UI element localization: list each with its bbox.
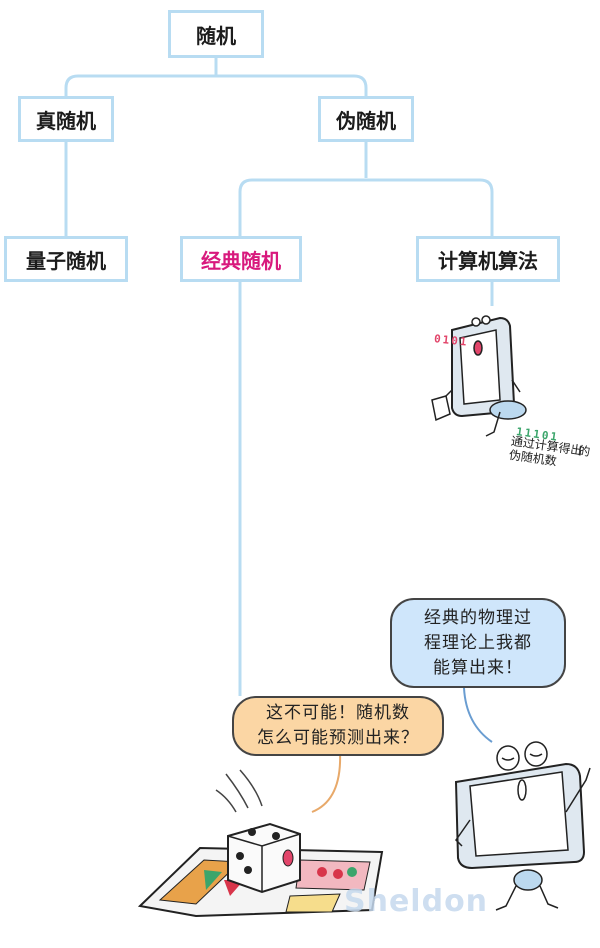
computer-bubble-tail: [463, 687, 493, 743]
big-computer-illustration: [454, 741, 591, 911]
dice-bubble-line-2: 怎么可能预测出来？: [257, 728, 419, 748]
node-true-random: 真随机: [18, 96, 114, 142]
node-pseudo-random: 伪随机: [318, 96, 414, 142]
watermark-logo: Sheldon: [344, 884, 489, 919]
dice-bubble-tail: [311, 751, 342, 813]
dice-board-illustration: [137, 769, 384, 918]
node-quantum-random: 量子随机: [4, 236, 128, 282]
computer-bubble-line-1: 经典的物理过: [424, 607, 532, 628]
small-computer-illustration: [431, 315, 527, 437]
node-computer-algorithm: 计算机算法: [416, 236, 560, 282]
computer-speech-bubble: 经典的物理过 程理论上我都 能算出来！: [390, 598, 566, 688]
node-root: 随机: [168, 10, 264, 58]
computer-bubble-line-2: 程理论上我都: [424, 632, 532, 653]
dice-bubble-line-1: 这不可能！随机数: [266, 703, 410, 723]
computer-bubble-line-3: 能算出来！: [433, 657, 523, 678]
dice-speech-bubble: 这不可能！随机数 怎么可能预测出来？: [232, 696, 444, 756]
node-classical-random: 经典随机: [180, 236, 302, 282]
